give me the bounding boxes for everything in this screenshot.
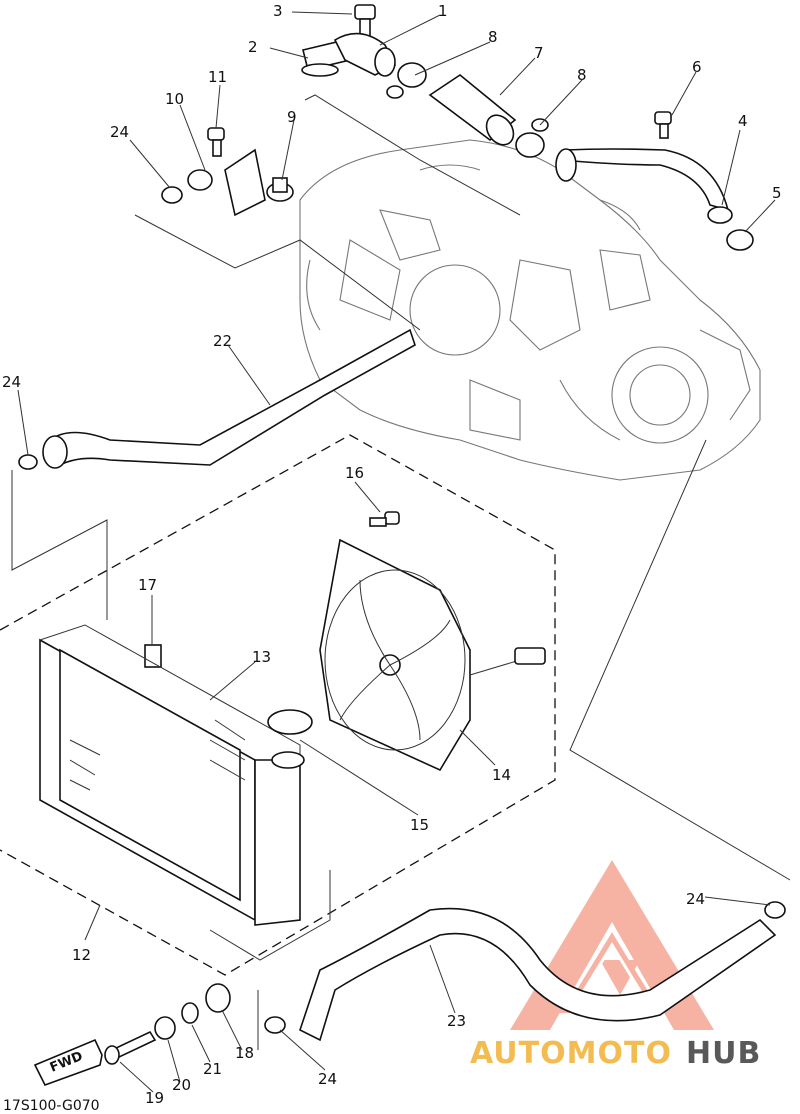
- thermostat-icon: [266, 177, 294, 202]
- fan-icon: [319, 538, 546, 772]
- callout-10: 10: [165, 90, 184, 108]
- hose-icon: [42, 328, 416, 469]
- callout-11: 11: [208, 68, 227, 86]
- callout-15: 15: [410, 816, 429, 834]
- callout-9: 9: [287, 108, 297, 126]
- leader-lines: [17, 11, 776, 1093]
- callout-3: 3: [273, 2, 283, 20]
- callouts: 1 2 3 4 5 6 7 8 8 9 10 11 12 13 14 15 16…: [2, 2, 782, 1107]
- hose-icon: [428, 74, 517, 146]
- fwd-arrow-icon: FWD: [33, 1038, 103, 1086]
- engine-outline: [299, 139, 761, 481]
- callout-18: 18: [235, 1044, 254, 1062]
- callout-23: 23: [447, 1012, 466, 1030]
- washer-icon: [154, 1016, 176, 1040]
- bolt-icon: [369, 511, 400, 527]
- hose-icon: [555, 148, 733, 224]
- callout-13: 13: [252, 648, 271, 666]
- callout-21: 21: [203, 1060, 222, 1078]
- watermark-text: AUTOMOTO HUB: [470, 1036, 761, 1071]
- clamp-icon: [386, 62, 427, 99]
- callout-14: 14: [492, 766, 511, 784]
- clamp-icon: [764, 901, 786, 919]
- grommet-icon: [205, 983, 231, 1013]
- callout-19: 19: [145, 1089, 164, 1107]
- callout-8-b: 8: [577, 66, 587, 84]
- joint-icon: [333, 32, 397, 77]
- clamp-icon: [18, 454, 38, 470]
- callout-8-a: 8: [488, 28, 498, 46]
- callout-7: 7: [534, 44, 544, 62]
- elbow-icon: [187, 148, 266, 217]
- o-ring-icon: [726, 229, 754, 251]
- guide-lines: [11, 94, 791, 1050]
- radiator-icon: [39, 624, 301, 926]
- callout-24-b: 24: [2, 373, 21, 391]
- callout-24-a: 24: [110, 123, 129, 141]
- clamp-icon: [264, 1016, 286, 1034]
- radiator-cap-icon: [267, 709, 313, 769]
- hose-icon: [299, 907, 777, 1042]
- diagram-code: 17S100-G070: [3, 1098, 100, 1114]
- callout-2: 2: [248, 38, 258, 56]
- collar-icon: [181, 1002, 199, 1024]
- watermark-part1: AUTOMOTO: [470, 1036, 672, 1071]
- clamp-icon: [515, 118, 549, 158]
- callout-4: 4: [738, 112, 748, 130]
- bolt-icon: [654, 111, 672, 139]
- callout-24-c: 24: [686, 890, 705, 908]
- callout-17: 17: [138, 576, 157, 594]
- callout-6: 6: [692, 58, 702, 76]
- bolt-icon: [207, 127, 225, 157]
- callout-22: 22: [213, 332, 232, 350]
- bolt-icon: [104, 1030, 157, 1065]
- bolt-icon: [354, 4, 376, 42]
- callout-16: 16: [345, 464, 364, 482]
- callout-24-d: 24: [318, 1070, 337, 1088]
- callout-20: 20: [172, 1076, 191, 1094]
- callout-5: 5: [772, 184, 782, 202]
- callout-12: 12: [72, 946, 91, 964]
- clamp-icon: [161, 186, 183, 204]
- callout-1: 1: [438, 2, 448, 20]
- watermark-part2: HUB: [686, 1036, 761, 1071]
- nut-icon: [144, 644, 162, 668]
